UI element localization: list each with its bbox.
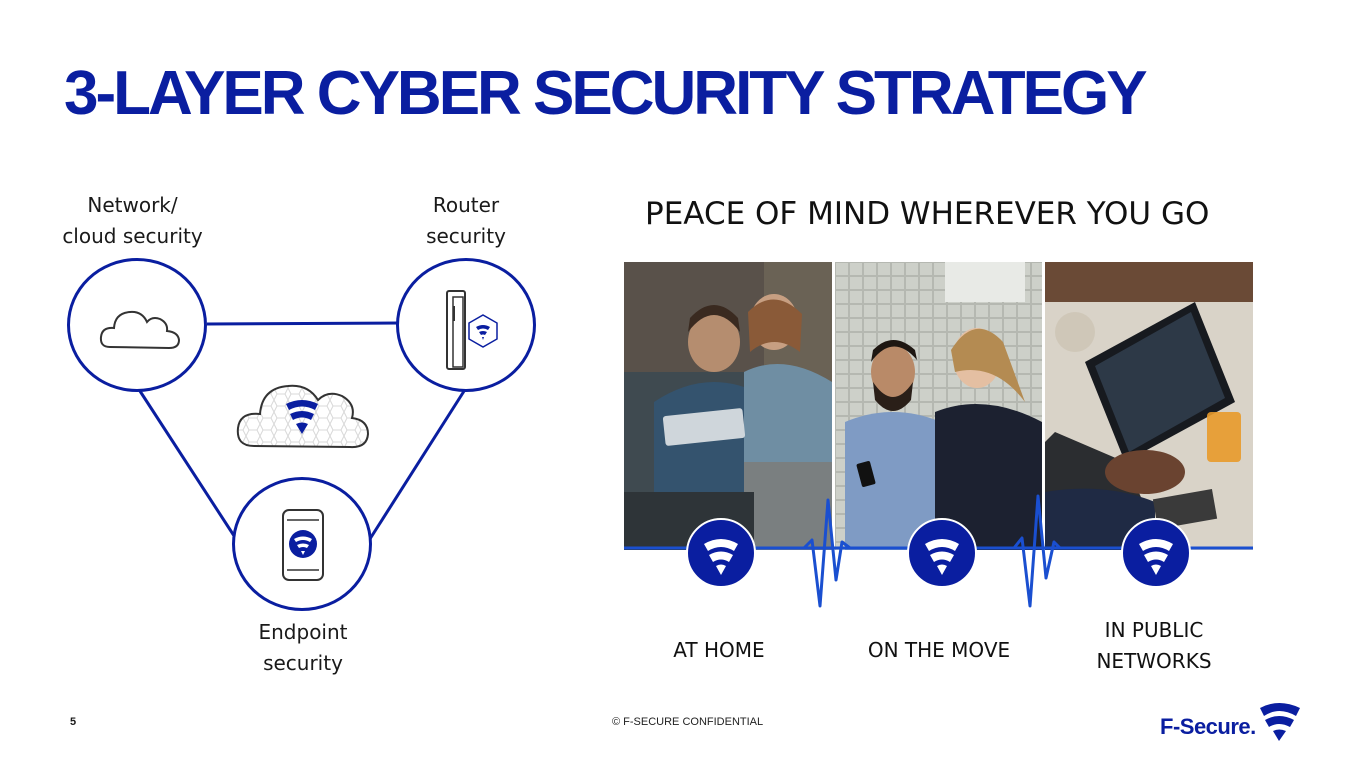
fsecure-badge-public <box>1121 518 1191 588</box>
label-public-line2: NETWORKS <box>1096 649 1212 673</box>
fsecure-shield-icon <box>1139 539 1173 575</box>
router-node <box>396 258 536 392</box>
connector-lines <box>136 321 468 546</box>
router-security-label: Router security <box>420 190 512 252</box>
network-cloud-node <box>67 258 207 392</box>
cloud-icon <box>99 310 181 350</box>
logo-text: F-Secure. <box>1160 714 1256 739</box>
endpoint-label-line1: Endpoint <box>258 620 348 644</box>
headline: PEACE OF MIND WHEREVER YOU GO <box>645 196 1210 232</box>
router-shield-icon <box>446 290 498 370</box>
label-public-line1: IN PUBLIC <box>1104 618 1204 642</box>
router-label-line1: Router <box>432 193 500 217</box>
smartphone-shield-icon <box>282 509 324 581</box>
fsecure-logo-icon <box>1259 703 1300 741</box>
network-label-line1: Network/ <box>87 193 178 217</box>
label-in-public-networks: IN PUBLIC NETWORKS <box>1088 615 1220 677</box>
security-layers-diagram: Network/ cloud security Router security <box>50 180 570 690</box>
network-label-line2: cloud security <box>62 224 203 248</box>
photo-on-the-move <box>835 262 1042 550</box>
confidential-notice: © F-SECURE CONFIDENTIAL <box>612 716 764 728</box>
photo-public-networks <box>1045 262 1253 550</box>
endpoint-node <box>232 477 372 611</box>
fsecure-shield-icon <box>925 539 959 575</box>
fsecure-shield-icon <box>704 539 738 575</box>
fsecure-logo: F-Secure. <box>1160 700 1302 742</box>
endpoint-label-line2: security <box>263 651 343 675</box>
router-label-line2: security <box>426 224 506 248</box>
label-at-home: AT HOME <box>673 638 765 662</box>
protected-cloud-icon <box>236 384 370 449</box>
fsecure-badge-move <box>907 518 977 588</box>
label-on-the-move: ON THE MOVE <box>867 638 1011 662</box>
fsecure-badge-home <box>686 518 756 588</box>
network-cloud-label: Network/ cloud security <box>60 190 205 252</box>
endpoint-security-label: Endpoint security <box>250 617 356 679</box>
page-number: 5 <box>70 716 77 728</box>
slide-title: 3-LAYER CYBER SECURITY STRATEGY <box>64 59 1148 128</box>
